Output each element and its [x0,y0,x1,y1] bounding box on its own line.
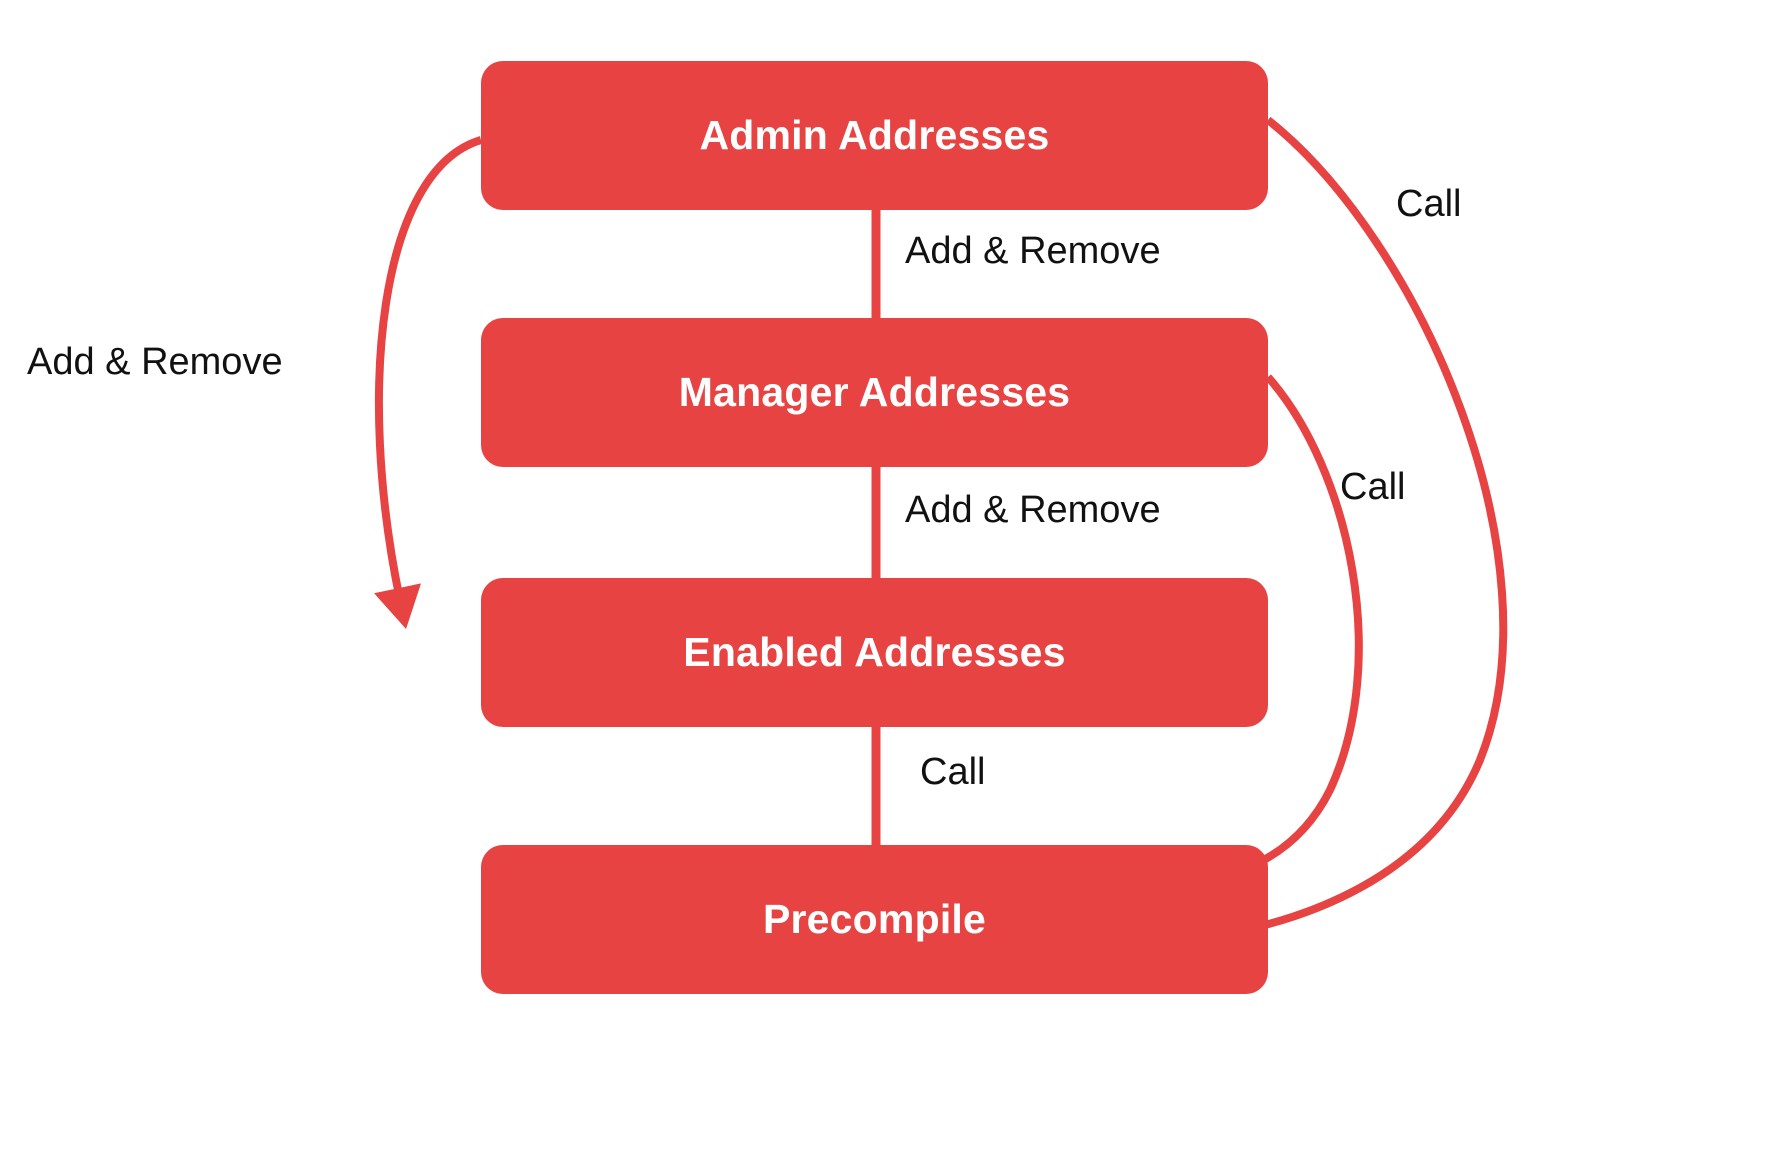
node-label-admin-addresses: Admin Addresses [699,112,1050,158]
node-admin-addresses[interactable]: Admin Addresses [481,61,1268,210]
edge-label-admin-to-enabled: Add & Remove [27,341,283,383]
node-label-enabled-addresses: Enabled Addresses [683,629,1066,675]
node-enabled-addresses[interactable]: Enabled Addresses [481,578,1268,727]
node-label-precompile: Precompile [762,896,987,942]
node-manager-addresses[interactable]: Manager Addresses [481,318,1268,467]
edge-label-admin-to-manager: Add & Remove [905,230,1161,272]
node-precompile[interactable]: Precompile [481,845,1268,994]
edge-label-enabled-to-precompile: Call [920,751,986,793]
edge-label-manager-to-enabled: Add & Remove [905,489,1161,531]
edge-admin-to-enabled [374,136,483,629]
edge-label-admin-to-precompile: Call [1396,183,1462,225]
edge-admin-to-precompile [1195,116,1508,956]
node-label-manager-addresses: Manager Addresses [678,369,1071,415]
edge-label-manager-to-precompile: Call [1340,466,1406,508]
